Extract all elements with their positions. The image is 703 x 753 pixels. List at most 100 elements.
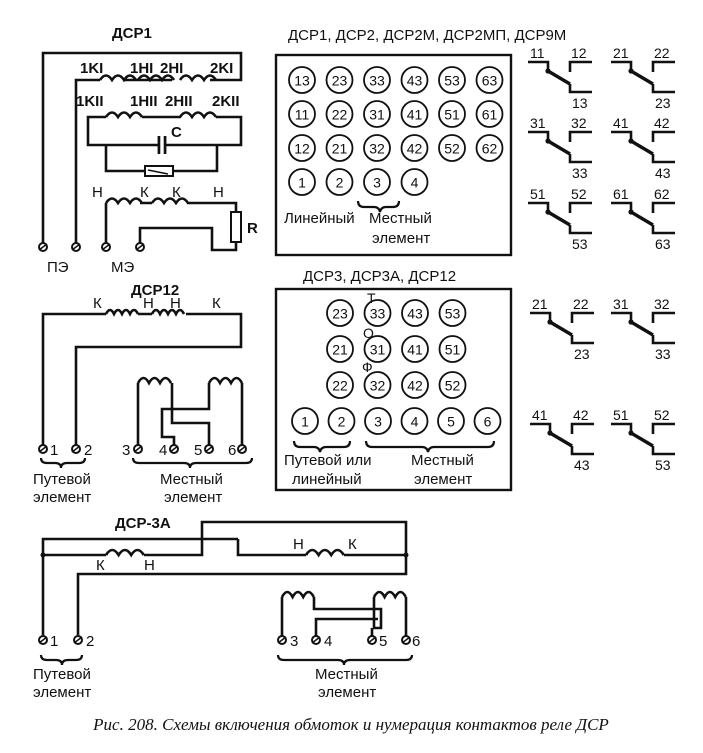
pin-number: 52 [444, 141, 460, 157]
label-me: МЭ [111, 259, 134, 276]
contact-pin: 53 [438, 299, 467, 327]
dsr12-coil-2 [150, 308, 186, 317]
dsr3a-local-coil-1 [280, 590, 315, 600]
contact-common-label: 31 [530, 115, 546, 131]
contact-pin: 1 [288, 168, 316, 196]
contact-pin: 31 [363, 335, 392, 363]
dsr3a-terminals [38, 635, 411, 645]
panel1-label-local: Местный [369, 210, 432, 227]
panel1-frame [274, 53, 513, 257]
pin-number: 21 [332, 141, 348, 157]
panel2-label-local-1: Местный [411, 452, 474, 469]
label-local-K1: К [140, 184, 149, 201]
label-local-1: Местный [160, 471, 223, 488]
dsr3a-coil-1 [104, 548, 145, 558]
pin-number: 43 [407, 306, 423, 322]
label-K1: К [93, 295, 102, 312]
contact-pin: 23 [326, 299, 354, 327]
terminal-5-label: 5 [194, 442, 202, 459]
capacitor-icon [157, 134, 167, 156]
pin-number: 11 [295, 107, 310, 123]
contact-pin: 3 [364, 407, 392, 435]
pin-number: 12 [294, 141, 310, 157]
terminal-2-label: 2 [86, 633, 94, 650]
contact-pin: 13 [288, 66, 316, 94]
contact-no-label: 23 [574, 346, 590, 362]
pin-number: 1 [298, 175, 306, 191]
contact-nc-label: 42 [573, 407, 589, 423]
label-1HII: 1HII [130, 93, 158, 110]
terminal-2-label: 2 [84, 442, 92, 459]
contact-nc-label: 22 [654, 45, 670, 61]
contact-pin: 22 [326, 371, 354, 399]
dsr12-local-coil-2 [207, 376, 244, 386]
variable-resistor-icon [144, 165, 174, 177]
contact-pin: 11 [288, 100, 316, 128]
pin-number: 5 [447, 414, 455, 430]
pin-number: 33 [369, 73, 385, 89]
contact-common-label: 41 [532, 407, 548, 423]
contact-no-label: 13 [572, 95, 588, 111]
contact-no-label: 63 [655, 236, 671, 252]
contact-pin: 5 [437, 407, 465, 435]
contact-pin: 6 [473, 407, 502, 435]
contact-common-label: 21 [532, 296, 548, 312]
dsr1-terminals [38, 242, 145, 252]
contact-no-label: 23 [655, 95, 671, 111]
contact-pin: 3 [363, 168, 391, 196]
panel2-label-local-2: элемент [414, 471, 472, 488]
dsr3a-wire-track [41, 520, 408, 635]
dsr1-wire-resistor [104, 145, 219, 173]
pin-number: 23 [332, 306, 348, 322]
pin-number: 42 [407, 378, 423, 394]
contact-common-label: 51 [613, 407, 629, 423]
pin-number: 2 [336, 175, 344, 191]
dsr12-local-wire-b [160, 383, 244, 447]
contact-pin: 41 [401, 335, 429, 363]
label-local-K2: К [172, 184, 181, 201]
pin-number: 3 [374, 414, 382, 430]
label-K2: К [212, 295, 221, 312]
contact-pin: 43 [401, 299, 429, 327]
pin-number: 31 [369, 107, 385, 123]
pin-number: 41 [407, 342, 423, 358]
panel2-title: ДСР3, ДСР3А, ДСР12 [303, 268, 456, 285]
contact-pin: 22 [325, 100, 354, 128]
label-local-2: элемент [318, 684, 376, 701]
figure-caption: Рис. 208. Схемы включения обмоток и нуме… [92, 715, 609, 734]
contact-pin: 51 [438, 100, 466, 128]
dsr1-coil-1-right [178, 74, 218, 83]
label-local-2: элемент [164, 489, 222, 506]
panel1-brace [356, 200, 401, 213]
contact-pin: 42 [400, 134, 429, 162]
contact-pin: 32 [363, 371, 392, 399]
dsr12-coil-1 [104, 308, 140, 317]
contact-no-label: 33 [572, 165, 588, 181]
pin-number: 42 [407, 141, 423, 157]
terminal-6-label: 6 [228, 442, 236, 459]
label-2KI: 2KI [210, 60, 233, 77]
contact-pin: 62 [475, 134, 504, 162]
dsr1-coil-1-left [136, 74, 176, 83]
label-1HI: 1HI [130, 60, 153, 77]
pin-number: 43 [407, 73, 423, 89]
panel1-title: ДСР1, ДСР2, ДСР2М, ДСР2МП, ДСР9М [288, 27, 566, 44]
pin-number: 41 [407, 107, 423, 123]
dsr1-schematic: ДСР1 1KI 1HI 2HI 2KI 1KII 1HII 2HII 2KII… [38, 25, 258, 276]
label-track-1: Путевой [33, 666, 91, 683]
terminal-1-label: 1 [50, 442, 58, 459]
label-K2: К [348, 536, 357, 553]
dsr1-local-coil-1 [104, 197, 144, 206]
label-H2: Н [170, 295, 181, 312]
brace-track [39, 457, 87, 469]
panel2-brace-local [364, 440, 496, 453]
terminal-6-label: 6 [412, 633, 420, 650]
contact-pin: 21 [325, 134, 354, 162]
